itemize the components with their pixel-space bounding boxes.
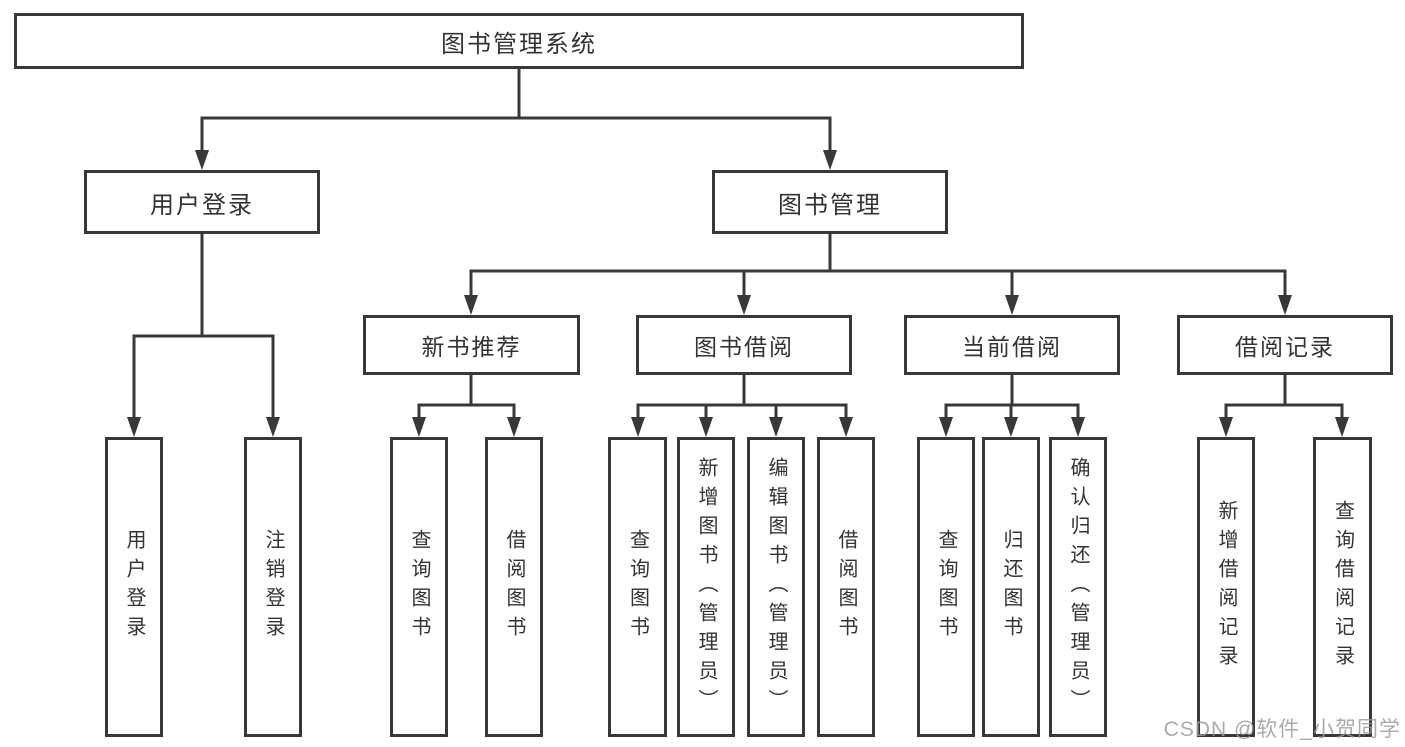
node-current-borrowing: 当前借阅 <box>904 315 1120 375</box>
leaf-confirm-return-admin: 确认归还（管理员） <box>1049 437 1107 737</box>
leaf-label: 查询借阅记录 <box>1331 500 1354 674</box>
node-user-login: 用户登录 <box>84 170 320 234</box>
arrowhead <box>1004 417 1018 437</box>
leaf-query-borrow-record: 查询借阅记录 <box>1313 437 1372 737</box>
node-new-book-recommendation: 新书推荐 <box>363 315 580 375</box>
leaf-label: 编辑图书（管理员） <box>765 456 787 718</box>
leaf-label: 归还图书 <box>1000 529 1022 645</box>
connector-book-borrow-branch <box>636 373 848 423</box>
leaf-label: 新增借阅记录 <box>1215 500 1237 674</box>
arrowhead <box>631 417 645 437</box>
leaf-label: 借阅图书 <box>835 529 857 645</box>
node-borrowing-records: 借阅记录 <box>1177 315 1393 375</box>
leaf-logout: 注销登录 <box>244 437 302 737</box>
leaf-query-books-borrowing: 查询图书 <box>608 437 667 737</box>
leaf-label: 借阅图书 <box>503 529 525 645</box>
connector-path-group <box>132 67 1344 423</box>
leaf-label: 注销登录 <box>262 529 284 645</box>
leaf-query-books-current: 查询图书 <box>917 437 975 737</box>
arrowhead <box>1278 295 1292 315</box>
node-library-system: 图书管理系统 <box>14 13 1024 69</box>
connector-user-login-branch <box>132 232 275 423</box>
arrowhead <box>464 295 478 315</box>
leaf-label: 用户登录 <box>123 529 145 645</box>
leaf-label: 查询图书 <box>408 529 430 645</box>
leaf-borrow-books: 借阅图书 <box>817 437 875 737</box>
arrowhead <box>1005 295 1019 315</box>
arrowhead <box>769 417 783 437</box>
leaf-label: 查询图书 <box>935 529 957 645</box>
node-book-management: 图书管理 <box>712 170 948 234</box>
connector-new-book-branch <box>417 373 516 423</box>
connector-borrow-record-branch <box>1224 373 1344 423</box>
arrowhead <box>737 295 751 315</box>
arrowhead <box>839 417 853 437</box>
leaf-edit-books-admin: 编辑图书（管理员） <box>747 437 805 737</box>
arrowhead <box>823 150 837 170</box>
arrowhead-group <box>127 150 1349 437</box>
arrowhead <box>939 417 953 437</box>
arrowhead <box>1335 417 1349 437</box>
leaf-borrow-books-recommend: 借阅图书 <box>485 437 543 737</box>
leaf-label: 查询图书 <box>626 529 649 645</box>
arrowhead <box>507 417 521 437</box>
connector-book-management-branch <box>469 232 1287 301</box>
arrowhead <box>195 150 209 170</box>
leaf-add-books-admin: 新增图书（管理员） <box>677 437 735 737</box>
leaf-return-books: 归还图书 <box>982 437 1040 737</box>
csdn-watermark: CSDN @软件_小贺同学 <box>1163 718 1401 741</box>
node-book-borrowing: 图书借阅 <box>636 315 852 375</box>
arrowhead <box>266 417 280 437</box>
leaf-label: 确认归还（管理员） <box>1067 456 1089 718</box>
leaf-user-login: 用户登录 <box>105 437 163 737</box>
connector-current-borrow-branch <box>944 373 1080 423</box>
arrowhead <box>1071 417 1085 437</box>
arrowhead <box>1219 417 1233 437</box>
arrowhead <box>127 417 141 437</box>
arrowhead <box>699 417 713 437</box>
leaf-label: 新增图书（管理员） <box>695 456 717 718</box>
leaf-query-books-recommend: 查询图书 <box>390 437 448 737</box>
connector-root-to-level2 <box>200 67 832 154</box>
leaf-add-borrow-record: 新增借阅记录 <box>1197 437 1255 737</box>
arrowhead <box>412 417 426 437</box>
